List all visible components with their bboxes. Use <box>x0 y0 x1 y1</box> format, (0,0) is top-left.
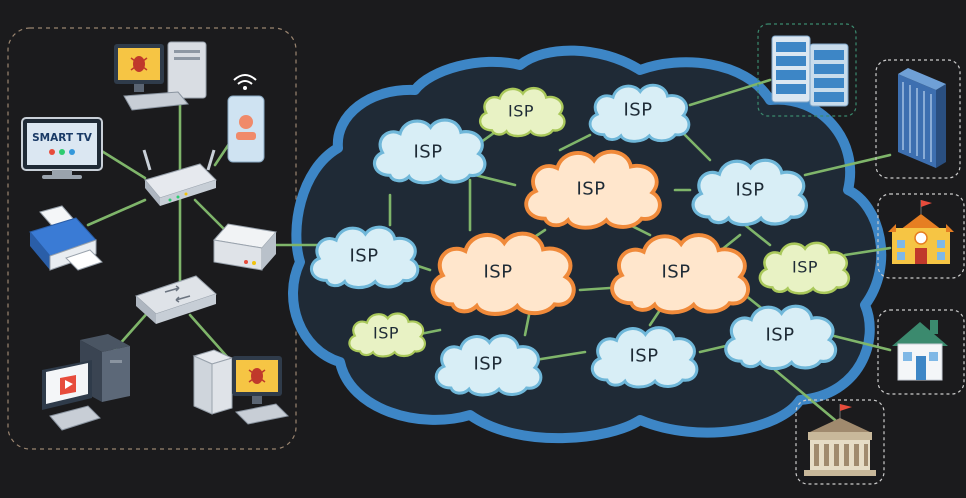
isp-node-1: ISP <box>478 86 566 138</box>
data-center <box>757 23 857 117</box>
isp-node-5: ISP <box>691 158 809 227</box>
isp-label: ISP <box>661 262 690 283</box>
isp-label: ISP <box>508 102 534 121</box>
desktop-computer-icon <box>192 349 290 425</box>
isp-node-8: ISP <box>612 235 748 312</box>
isp-label: ISP <box>765 325 794 346</box>
isp-node-3: ISP <box>372 118 487 185</box>
server-rack-icon <box>771 35 849 107</box>
isp-node-9: ISP <box>758 241 851 295</box>
isp-nodes: ISP ISP ISP ISP ISP ISP ISP ISP <box>309 83 851 397</box>
isp-node-12: ISP <box>590 325 699 389</box>
wifi-router-icon <box>142 149 217 206</box>
isp-label: ISP <box>792 258 818 277</box>
isp-label: ISP <box>349 246 378 267</box>
isp-label: ISP <box>629 346 658 367</box>
isp-label: ISP <box>473 354 502 375</box>
isp-node-4: ISP <box>526 152 660 228</box>
smartphone-icon <box>227 74 265 163</box>
desktop-computer-icon <box>114 41 207 111</box>
isp-node-10: ISP <box>348 312 427 358</box>
house-icon <box>892 320 948 381</box>
isp-node-6: ISP <box>309 225 420 290</box>
isp-node-13: ISP <box>724 304 838 371</box>
isp-node-11: ISP <box>434 333 543 397</box>
school <box>877 193 965 279</box>
printer-icon <box>29 205 103 271</box>
isp-node-7: ISP <box>433 234 574 314</box>
school-icon <box>888 200 954 264</box>
smart-tv-label: SMART TV <box>32 132 93 144</box>
smart-tv-icon: SMART TV <box>21 117 103 179</box>
modem-icon <box>213 223 277 271</box>
isp-label: ISP <box>735 180 764 201</box>
office-building-icon <box>898 68 946 168</box>
endpoints <box>757 23 965 485</box>
office-building <box>875 59 961 179</box>
isp-node-2: ISP <box>588 83 691 143</box>
isp-label: ISP <box>623 100 652 121</box>
desktop-computer-icon <box>42 334 130 431</box>
house <box>877 309 965 395</box>
isp-label: ISP <box>483 262 512 283</box>
home-devices: SMART TV <box>21 41 290 431</box>
network-switch-icon <box>135 275 217 324</box>
government-building-icon <box>804 404 876 476</box>
isp-label: ISP <box>576 179 605 200</box>
isp-label: ISP <box>373 324 399 343</box>
government-building <box>795 399 885 485</box>
isp-label: ISP <box>413 142 442 163</box>
